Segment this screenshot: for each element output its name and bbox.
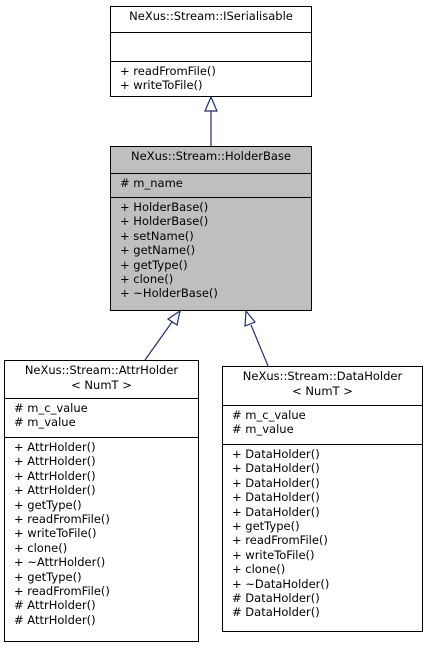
member-line: # m_c_value	[232, 408, 306, 422]
member-line: # DataHolder()	[232, 605, 320, 620]
class-name-line: < NumT >	[71, 378, 132, 392]
class-box-holderbase[interactable]: NeXus::Stream::HolderBase # m_name + Hol…	[110, 146, 312, 311]
member-line: + DataHolder()	[232, 490, 320, 505]
member-line: + AttrHolder()	[14, 454, 96, 469]
member-line: + ~DataHolder()	[232, 576, 330, 591]
class-box-iserialisable[interactable]: NeXus::Stream::ISerialisable + readFromF…	[110, 6, 312, 97]
member-line: + DataHolder()	[232, 504, 320, 519]
member-line: + clone()	[120, 272, 174, 287]
member-line: + readFromFile()	[14, 584, 110, 599]
class-name-line: NeXus::Stream::DataHolder	[242, 369, 403, 383]
member-line: + AttrHolder()	[14, 468, 96, 483]
class-box-dataholder[interactable]: NeXus::Stream::DataHolder< NumT > # m_c_…	[222, 366, 423, 632]
attributes-section: # m_c_value# m_value	[5, 398, 198, 437]
member-line: # m_name	[120, 176, 183, 190]
class-name-line: NeXus::Stream::HolderBase	[131, 149, 291, 163]
class-box-attrholder[interactable]: NeXus::Stream::AttrHolder< NumT > # m_c_…	[4, 360, 199, 642]
member-line: + getType()	[120, 257, 188, 272]
arrowhead-iserialisable	[204, 95, 218, 112]
member-line: + AttrHolder()	[14, 483, 96, 498]
member-line: + ~HolderBase()	[120, 286, 218, 301]
methods-section: + readFromFile()+ writeToFile()	[111, 61, 311, 93]
arrowhead-holderbase-left	[166, 309, 181, 326]
class-title: NeXus::Stream::ISerialisable	[111, 7, 311, 32]
edge-dataholder-holderbase	[250, 324, 269, 367]
member-line: + readFromFile()	[232, 533, 328, 548]
member-line: + writeToFile()	[232, 547, 315, 562]
methods-section: + HolderBase()+ HolderBase()+ setName()+…	[111, 197, 311, 301]
member-line: + getType()	[232, 519, 300, 534]
member-line: + DataHolder()	[232, 461, 320, 476]
member-line: + readFromFile()	[14, 512, 110, 527]
member-line: + HolderBase()	[120, 200, 209, 214]
edge-attrholder-holderbase	[144, 321, 173, 361]
member-line: # m_value	[14, 415, 76, 430]
class-name-line: NeXus::Stream::AttrHolder	[24, 363, 179, 377]
class-title: NeXus::Stream::HolderBase	[111, 147, 311, 173]
member-line: + getName()	[120, 243, 196, 258]
member-line: # AttrHolder()	[14, 598, 96, 613]
class-name-line: < NumT >	[292, 384, 353, 398]
member-line: + writeToFile()	[14, 526, 97, 541]
member-line: + AttrHolder()	[14, 440, 96, 454]
attributes-section: # m_c_value# m_value	[223, 405, 422, 444]
member-line: # AttrHolder()	[14, 612, 96, 627]
attributes-section: # m_name	[111, 173, 311, 197]
member-line: # m_value	[232, 422, 294, 437]
member-line: + getType()	[14, 497, 82, 512]
attributes-section	[111, 32, 311, 61]
member-line: + writeToFile()	[120, 78, 203, 93]
arrowhead-holderbase-right	[244, 309, 256, 327]
member-line: + readFromFile()	[120, 64, 216, 78]
member-line: + ~AttrHolder()	[14, 555, 106, 570]
member-line: + DataHolder()	[232, 475, 320, 490]
member-line: + clone()	[232, 562, 286, 577]
member-line: # DataHolder()	[232, 591, 320, 606]
member-line: + getType()	[14, 569, 82, 584]
member-line: + DataHolder()	[232, 447, 320, 461]
member-line: # m_c_value	[14, 401, 88, 415]
methods-section: + DataHolder()+ DataHolder()+ DataHolder…	[223, 444, 422, 620]
member-line: + clone()	[14, 540, 68, 555]
methods-section: + AttrHolder()+ AttrHolder()+ AttrHolder…	[5, 437, 198, 627]
class-name-line: NeXus::Stream::ISerialisable	[129, 9, 293, 23]
member-line: + setName()	[120, 228, 194, 243]
member-line: + HolderBase()	[120, 214, 209, 229]
class-title: NeXus::Stream::DataHolder< NumT >	[223, 367, 422, 405]
class-title: NeXus::Stream::AttrHolder< NumT >	[5, 361, 198, 398]
